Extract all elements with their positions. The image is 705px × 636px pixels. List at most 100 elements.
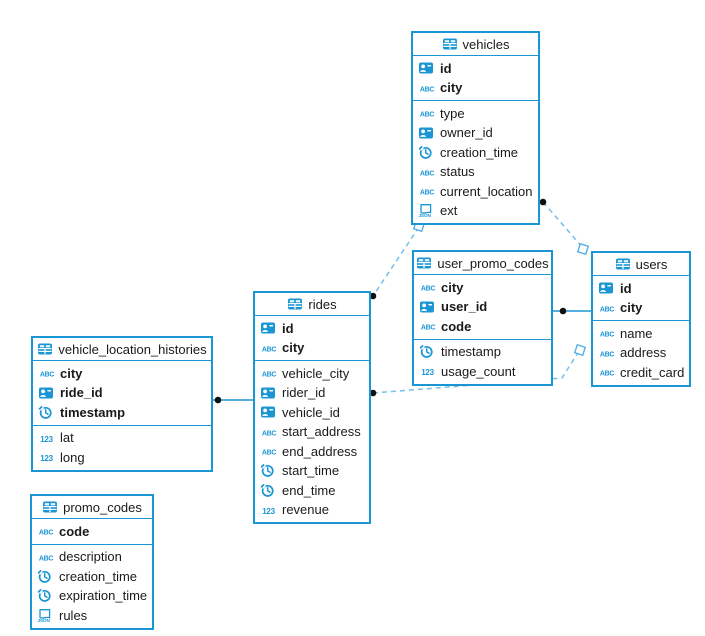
svg-text:ABC: ABC — [39, 555, 54, 562]
column-row-status[interactable]: ABC status — [413, 162, 538, 182]
id-badge-icon — [260, 405, 278, 419]
svg-text:123: 123 — [40, 454, 53, 463]
table-icon — [416, 256, 432, 270]
svg-text:ABC: ABC — [421, 286, 436, 293]
column-row-owner_id[interactable]: owner_id — [413, 123, 538, 143]
column-row-creation_time[interactable]: creation_time — [32, 567, 152, 587]
table-header[interactable]: vehicles — [413, 33, 538, 56]
text-type-icon: ABC — [418, 107, 436, 119]
column-row-creation_time[interactable]: creation_time — [413, 143, 538, 163]
timestamp-type-icon — [38, 405, 56, 420]
column-row-address[interactable]: ABC address — [593, 343, 689, 363]
column-name: status — [440, 164, 475, 180]
cardinality-dot — [369, 292, 377, 300]
column-name: address — [620, 345, 667, 361]
table-header[interactable]: user_promo_codes — [414, 252, 551, 275]
column-row-expiration_time[interactable]: expiration_time — [32, 586, 152, 606]
table-header[interactable]: vehicle_location_histories — [33, 338, 211, 361]
column-row-end_time[interactable]: end_time — [255, 481, 369, 501]
column-name: timestamp — [60, 404, 126, 420]
column-row-timestamp[interactable]: timestamp — [33, 403, 211, 423]
svg-text:JSON: JSON — [418, 213, 431, 218]
cardinality-dot — [539, 198, 547, 206]
svg-text:ABC: ABC — [420, 112, 435, 119]
column-row-id[interactable]: id — [593, 279, 689, 299]
column-row-id[interactable]: id — [255, 319, 369, 339]
text-type-icon: ABC — [418, 185, 436, 197]
primary-key-section: ABC code — [32, 519, 152, 545]
table-header[interactable]: users — [593, 253, 689, 276]
column-row-vehicle_id[interactable]: vehicle_id — [255, 403, 369, 423]
cardinality-dot — [369, 389, 377, 397]
column-name: end_time — [282, 482, 336, 498]
column-name: rider_id — [282, 385, 326, 401]
column-name: id — [620, 280, 632, 296]
column-row-id[interactable]: id — [413, 59, 538, 79]
text-type-icon: ABC — [598, 347, 616, 359]
svg-text:ABC: ABC — [600, 371, 615, 378]
svg-text:ABC: ABC — [262, 346, 277, 353]
svg-text:ABC: ABC — [600, 351, 615, 358]
column-row-timestamp[interactable]: timestamp — [414, 342, 551, 362]
timestamp-type-icon — [260, 463, 278, 478]
text-type-icon: ABC — [37, 525, 55, 537]
relationship-line-vehicles-users[interactable] — [542, 201, 584, 249]
column-name: id — [440, 60, 452, 76]
column-name: code — [59, 523, 90, 539]
column-row-user_id[interactable]: user_id — [414, 297, 551, 317]
column-name: start_address — [282, 424, 361, 440]
svg-text:ABC: ABC — [420, 170, 435, 177]
column-name: vehicle_city — [282, 365, 350, 381]
text-type-icon: ABC — [418, 82, 436, 94]
id-badge-icon — [260, 386, 278, 400]
column-row-code[interactable]: ABC code — [32, 522, 152, 542]
column-name: name — [620, 325, 653, 341]
relationship-line-rides-users[interactable] — [372, 350, 580, 394]
id-badge-icon — [418, 61, 436, 75]
column-row-ride_id[interactable]: ride_id — [33, 383, 211, 403]
column-row-rider_id[interactable]: rider_id — [255, 383, 369, 403]
table-title: vehicle_location_histories — [58, 341, 207, 357]
column-name: credit_card — [620, 364, 685, 380]
text-type-icon: ABC — [37, 551, 55, 563]
svg-text:ABC: ABC — [262, 450, 277, 457]
column-row-credit_card[interactable]: ABC credit_card — [593, 363, 689, 383]
table-icon — [37, 342, 53, 356]
text-type-icon: ABC — [418, 166, 436, 178]
svg-text:123: 123 — [421, 368, 434, 377]
relationship-line-rides-vehicles[interactable] — [372, 226, 420, 297]
cardinality-dot — [559, 307, 567, 315]
timestamp-type-icon — [37, 569, 55, 584]
svg-text:ABC: ABC — [40, 372, 55, 379]
column-row-start_time[interactable]: start_time — [255, 461, 369, 481]
svg-text:ABC: ABC — [420, 190, 435, 197]
table-header[interactable]: rides — [255, 293, 369, 316]
table-header[interactable]: promo_codes — [32, 496, 152, 519]
